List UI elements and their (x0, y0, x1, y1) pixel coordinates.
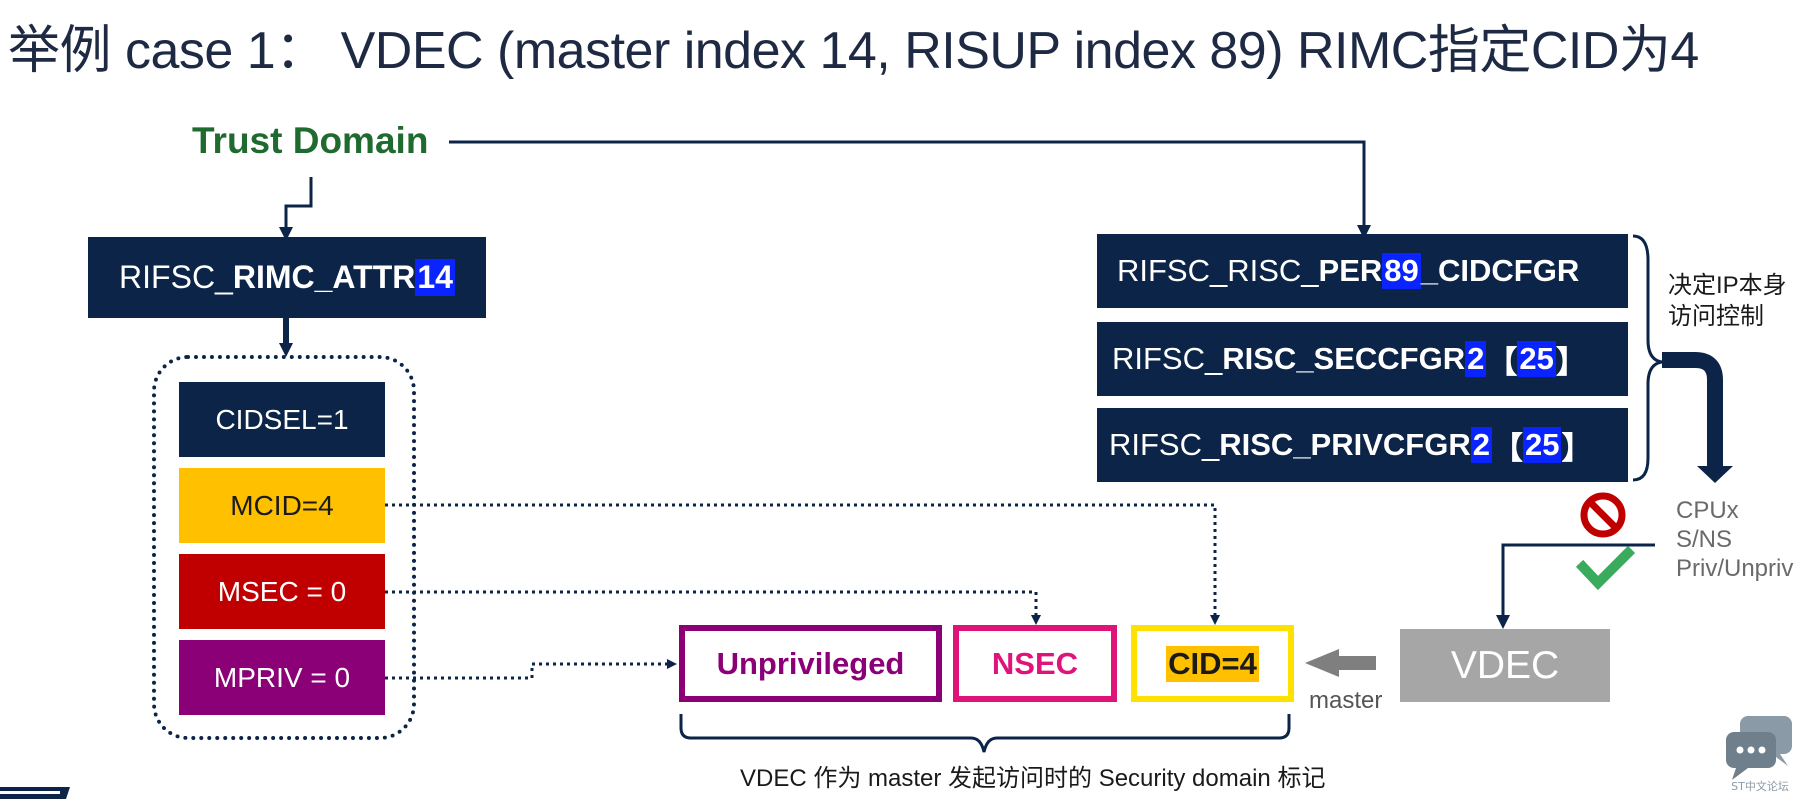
security-domain-brace (679, 714, 1291, 753)
register-index: 89 (1382, 253, 1421, 289)
field-msec: MSEC = 0 (179, 554, 385, 629)
register-prefix: RIFSC_ (1109, 427, 1220, 462)
tag-nsec: NSEC (953, 625, 1117, 702)
cpux-line: Priv/Unpriv (1676, 555, 1794, 582)
brace-caption: VDEC 作为 master 发起访问时的 Security domain 标记 (740, 765, 1326, 792)
trust-to-per-line (449, 140, 1371, 239)
check-icon (1575, 545, 1636, 591)
bit-index: 25 (1517, 341, 1556, 377)
bracket-close: 】 (1561, 430, 1593, 466)
field-cidsel: CIDSEL=1 (179, 382, 385, 457)
trust-to-rimc-line (279, 177, 313, 241)
register-index: 2 (1465, 341, 1487, 377)
cpux-line: S/NS (1676, 526, 1733, 553)
corner-logo-fragment (0, 787, 70, 799)
master-label: master (1309, 687, 1383, 714)
register-name-suffix: _CIDCFGR (1420, 253, 1580, 288)
register-name: PER (1318, 253, 1383, 288)
mcid-to-cid-link (385, 503, 1220, 625)
mpriv-to-unpriv-link (385, 659, 677, 680)
tag-unprivileged: Unprivileged (679, 625, 942, 702)
register-bracket (1632, 234, 1663, 482)
access-control-note: 决定IP本身 访问控制 (1668, 270, 1787, 332)
register-index: 2 (1470, 427, 1492, 463)
field-mpriv: MPRIV = 0 (179, 640, 385, 715)
vdec-block: VDEC (1400, 629, 1610, 702)
cpux-to-vdec-line (1496, 543, 1655, 629)
register-name: RISC_SECCFGR (1222, 341, 1466, 376)
register-prefix: RIFSC_ (1112, 341, 1223, 376)
bracket-close: 】 (1555, 344, 1587, 380)
rimc-index: 14 (415, 259, 455, 296)
bracket-open: 【 (1491, 430, 1523, 466)
access-control-line: 访问控制 (1668, 303, 1764, 330)
page-title: 举例 case 1： VDEC (master index 14, RISUP … (8, 22, 1699, 80)
cpux-line: CPUx (1676, 497, 1739, 524)
register-name: RISC_PRIVCFGR (1219, 427, 1471, 462)
bit-index: 25 (1522, 427, 1562, 463)
tag-cid: CID=4 (1131, 625, 1294, 702)
rimc-prefix: RIFSC_ (119, 259, 233, 295)
msec-to-nsec-link (385, 590, 1041, 625)
tag-cid-text: CID=4 (1166, 645, 1259, 682)
rimc-name: RIMC_ATTR (232, 259, 416, 295)
rimc-fields-group (152, 355, 416, 740)
bracket-open: 【 (1486, 344, 1518, 380)
access-control-line: 决定IP本身 (1668, 272, 1787, 299)
trust-domain-label: Trust Domain (192, 120, 429, 161)
register-prefix: RIFSC_RISC_ (1117, 253, 1319, 288)
logo-text: ST中文论坛 (1731, 779, 1789, 792)
cpux-label: CPUx S/NS Priv/Unpriv (1676, 496, 1793, 583)
no-entry-icon (1580, 492, 1626, 538)
chat-bubbles-icon: ST中文论坛 (1726, 716, 1792, 792)
field-mcid: MCID=4 (179, 468, 385, 543)
bracket-down-arrow (1662, 352, 1723, 468)
